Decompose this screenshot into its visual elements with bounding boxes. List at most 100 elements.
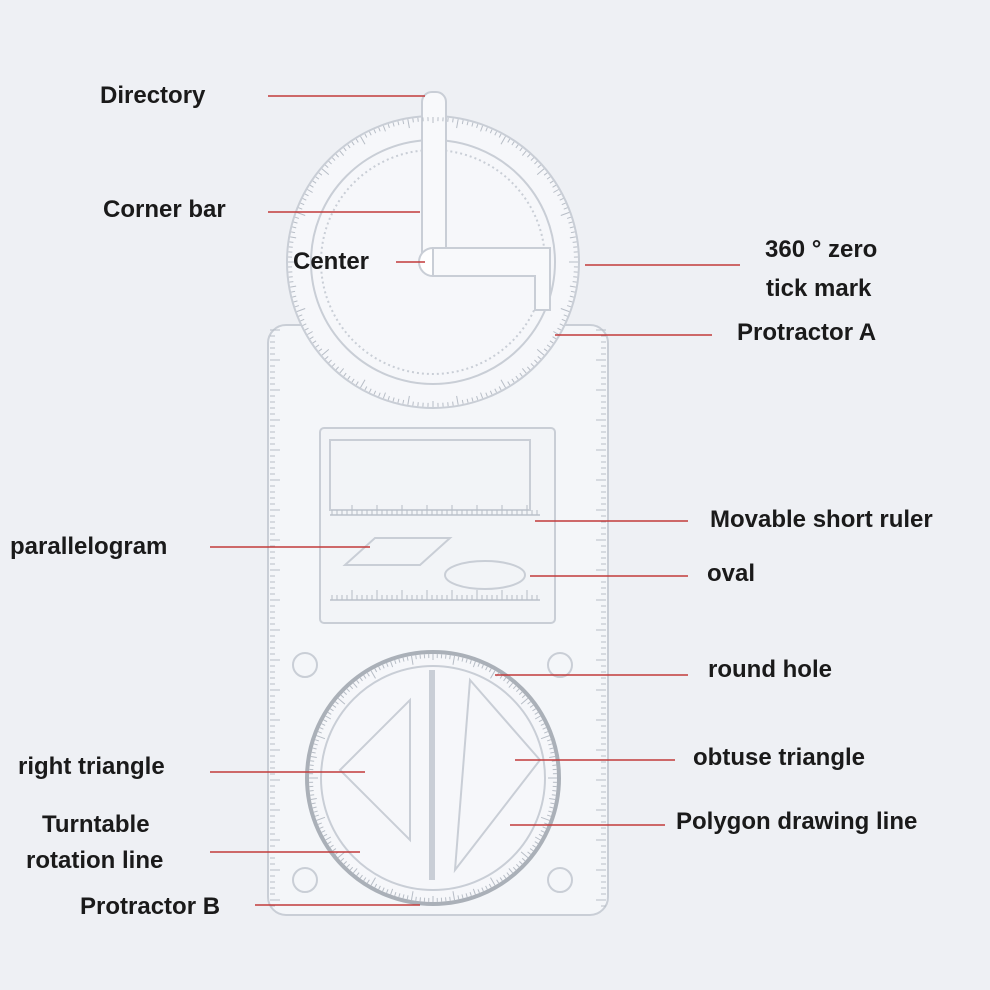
protractor-a-tick [298,207,303,210]
protractor-a-tick [364,133,368,138]
protractor-b-tick [406,895,409,900]
protractor-a-tick [569,226,574,229]
protractor-a-tick [360,136,366,145]
protractor-b-tick [310,797,317,801]
protractor-b-tick [311,751,316,754]
protractor-a-tick [530,363,535,367]
protractor-b-tick [356,872,360,877]
protractor-b-tick [406,656,409,661]
protractor-a-tick [289,241,294,243]
protractor-b-tick [329,708,334,712]
protractor-b-tick [312,806,317,809]
label-protractor-a: Protractor A [737,319,877,346]
protractor-a-tick [315,176,320,180]
oval-shape [444,560,526,590]
protractor-b-tick [481,664,484,669]
protractor-a-tick [561,318,566,322]
protractor-a-tick [507,381,511,386]
protractor-b-tick [452,655,456,665]
protractor-a-tick [566,216,572,219]
protractor-a-tick [318,172,323,176]
protractor-b-tick [325,715,332,720]
protractor-b-tick [327,841,332,845]
protractor-a-tick [537,355,542,360]
protractor-b-tick [349,685,354,690]
protractor-a-tick [534,359,538,364]
protractor-a-tick [498,133,502,138]
protractor-a-tick [397,398,400,403]
protractor-b-tick [515,863,520,868]
protractor-a-tick [500,379,506,388]
protractor-a-tick [557,327,562,331]
protractor-b-tick [477,662,480,667]
protractor-a-tick [392,122,395,127]
label-turntable-1: Turntable [42,811,150,838]
protractor-b-tick [529,704,534,708]
protractor-a-tick [312,340,317,344]
label-oval: oval [707,560,756,587]
protractor-b-tick [310,760,315,762]
protractor-b-tick [325,836,332,841]
protractor-a-tick [312,180,317,184]
protractor-b-tick [520,851,529,859]
protractor-a-tick [568,221,573,224]
protractor-b-tick [332,704,337,708]
protractor-b-tick [359,874,363,879]
protractor-a-tick [324,164,329,169]
protractor-a-tick [328,160,332,165]
protractor-b-tick [327,711,332,715]
protractor-a-tick [339,150,345,156]
protractor-a-tick [543,172,548,176]
protractor-a-tick [343,372,347,377]
protractor-a-tick [511,141,515,146]
protractor-a-tick [402,399,405,404]
protractor-a-tick [519,147,523,152]
protractor-b-tick [370,670,376,679]
protractor-a-tick [378,392,381,397]
protractor-a-tick [572,281,577,283]
protractor-a-tick [307,331,313,335]
protractor-a-tick [292,226,297,229]
protractor-b-tick [329,844,334,848]
protractor-a-tick [331,157,336,161]
right-triangle-shape [338,697,411,843]
protractor-b-tick [546,739,552,742]
protractor-a-tick [382,392,386,399]
protractor-b-tick [506,872,510,877]
protractor-a-tick [321,349,330,356]
protractor-a-tick [315,344,320,348]
protractor-a-tick [307,189,313,193]
protractor-b-tick [340,694,345,699]
protractor-b-tick [394,659,397,665]
protractor-a-tick [521,150,527,156]
protractor-a-tick [507,138,511,143]
protractor-a-tick [290,236,297,239]
protractor-b-tick [366,879,370,884]
protractor-b-tick [317,731,322,734]
protractor-b-tick [496,879,500,884]
protractor-b-tick [410,891,414,901]
protractor-a-tick [549,340,554,344]
movable-window [319,427,556,624]
protractor-a-tick [300,202,305,206]
protractor-b-tick [316,735,326,740]
protractor-a-tick [321,168,330,175]
protractor-a-tick [480,125,484,132]
protractor-b-tick [340,857,345,862]
protractor-b-tick [310,794,315,796]
protractor-b-tick [311,802,316,805]
protractor-b-tick [472,888,476,895]
protractor-a-tick [328,359,332,364]
protractor-a-tick [552,336,557,340]
protractor-a-tick [485,392,488,397]
protractor-a-tick [461,120,464,125]
protractor-a-tick [335,366,340,371]
protractor-a-tick [485,127,488,132]
label-parallelogram: parallelogram [10,533,168,560]
protractor-b-tick [469,891,472,897]
protractor-b-tick [542,826,547,829]
protractor-a-tick [476,395,479,401]
protractor-b-tick [374,668,378,673]
label-turntable-2: rotation line [26,847,164,874]
protractor-b-tick [415,896,417,901]
